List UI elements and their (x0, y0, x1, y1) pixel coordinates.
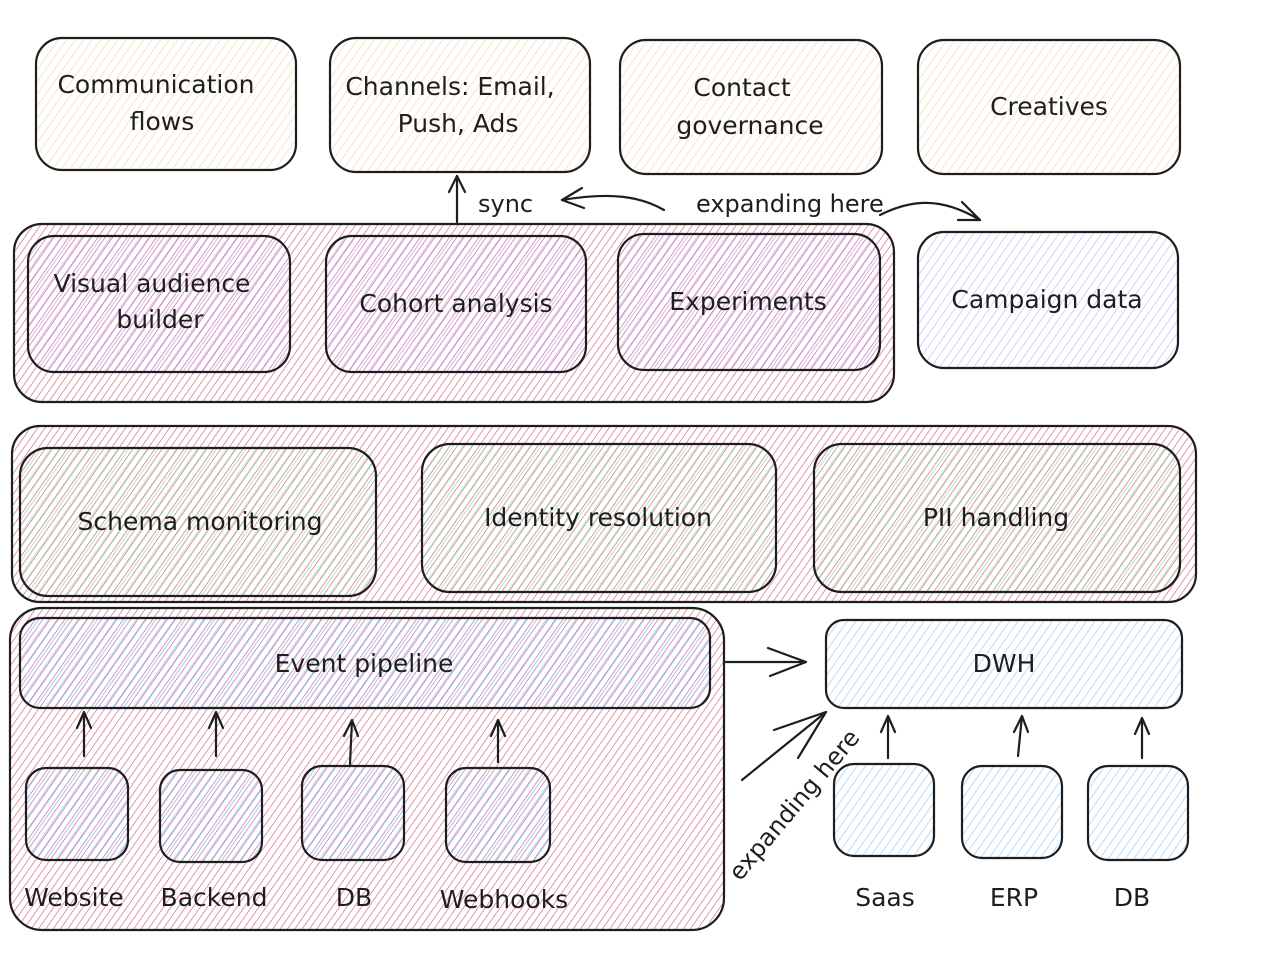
box-label: Experiments (669, 287, 826, 316)
source-label: ERP (990, 883, 1038, 912)
dwh-source-saas[interactable]: Saas (832, 714, 936, 912)
pipeline-to-dwh-arrow (722, 646, 808, 678)
box-creatives[interactable]: Creatives (916, 38, 1182, 176)
box-label-line2: builder (116, 305, 204, 334)
box-label: Schema monitoring (78, 507, 323, 536)
box-label-line1: Contact (693, 73, 790, 102)
box-campaign-data[interactable]: Campaign data (916, 230, 1180, 370)
sync-arrow (447, 174, 467, 224)
dwh-source-db[interactable]: DB (1086, 716, 1190, 912)
source-db[interactable]: DB (300, 718, 406, 912)
box-label: Creatives (990, 92, 1108, 121)
expanding-arrow-diagonal (740, 710, 828, 782)
box-label: Cohort analysis (359, 289, 552, 318)
box-label: Identity resolution (484, 503, 712, 532)
box-label-line1: Channels: Email, (345, 72, 554, 101)
box-label: PII handling (923, 503, 1069, 532)
box-label-line1: Visual audience (54, 269, 251, 298)
box-pii-handling[interactable]: PII handling (812, 442, 1182, 594)
expanding-label-top: expanding here (696, 190, 884, 218)
box-identity-resolution[interactable]: Identity resolution (420, 442, 778, 594)
source-backend[interactable]: Backend (158, 710, 268, 912)
source-website[interactable]: Website (24, 710, 130, 912)
box-label: DWH (973, 649, 1036, 678)
box-communication-flows[interactable]: Communication flows (34, 36, 298, 172)
box-label-line2: Push, Ads (398, 109, 519, 138)
box-label-line2: flows (130, 107, 195, 136)
source-label: Backend (161, 883, 268, 912)
box-contact-governance[interactable]: Contact governance (618, 38, 884, 176)
sync-label: sync (478, 190, 533, 218)
box-label: Campaign data (951, 285, 1142, 314)
box-event-pipeline[interactable]: Event pipeline (18, 616, 712, 710)
box-label: Event pipeline (275, 649, 454, 678)
box-cohort-analysis[interactable]: Cohort analysis (324, 234, 588, 374)
box-label-line2: governance (676, 111, 823, 140)
source-label: Saas (855, 883, 915, 912)
box-schema-monitoring[interactable]: Schema monitoring (18, 446, 378, 598)
expanding-arrow-right (878, 200, 982, 222)
box-label-line1: Communication (57, 70, 254, 99)
box-channels[interactable]: Channels: Email, Push, Ads (328, 36, 592, 174)
source-label: DB (336, 883, 372, 912)
source-label: DB (1114, 883, 1150, 912)
box-visual-audience-builder[interactable]: Visual audience builder (26, 234, 292, 374)
source-label: Website (24, 883, 124, 912)
source-webhooks[interactable]: Webhooks (440, 718, 568, 914)
dwh-source-erp[interactable]: ERP (960, 714, 1064, 912)
box-experiments[interactable]: Experiments (616, 232, 882, 372)
expanding-arrow-left (560, 186, 666, 212)
source-label: Webhooks (440, 885, 568, 914)
box-dwh[interactable]: DWH (824, 618, 1184, 710)
